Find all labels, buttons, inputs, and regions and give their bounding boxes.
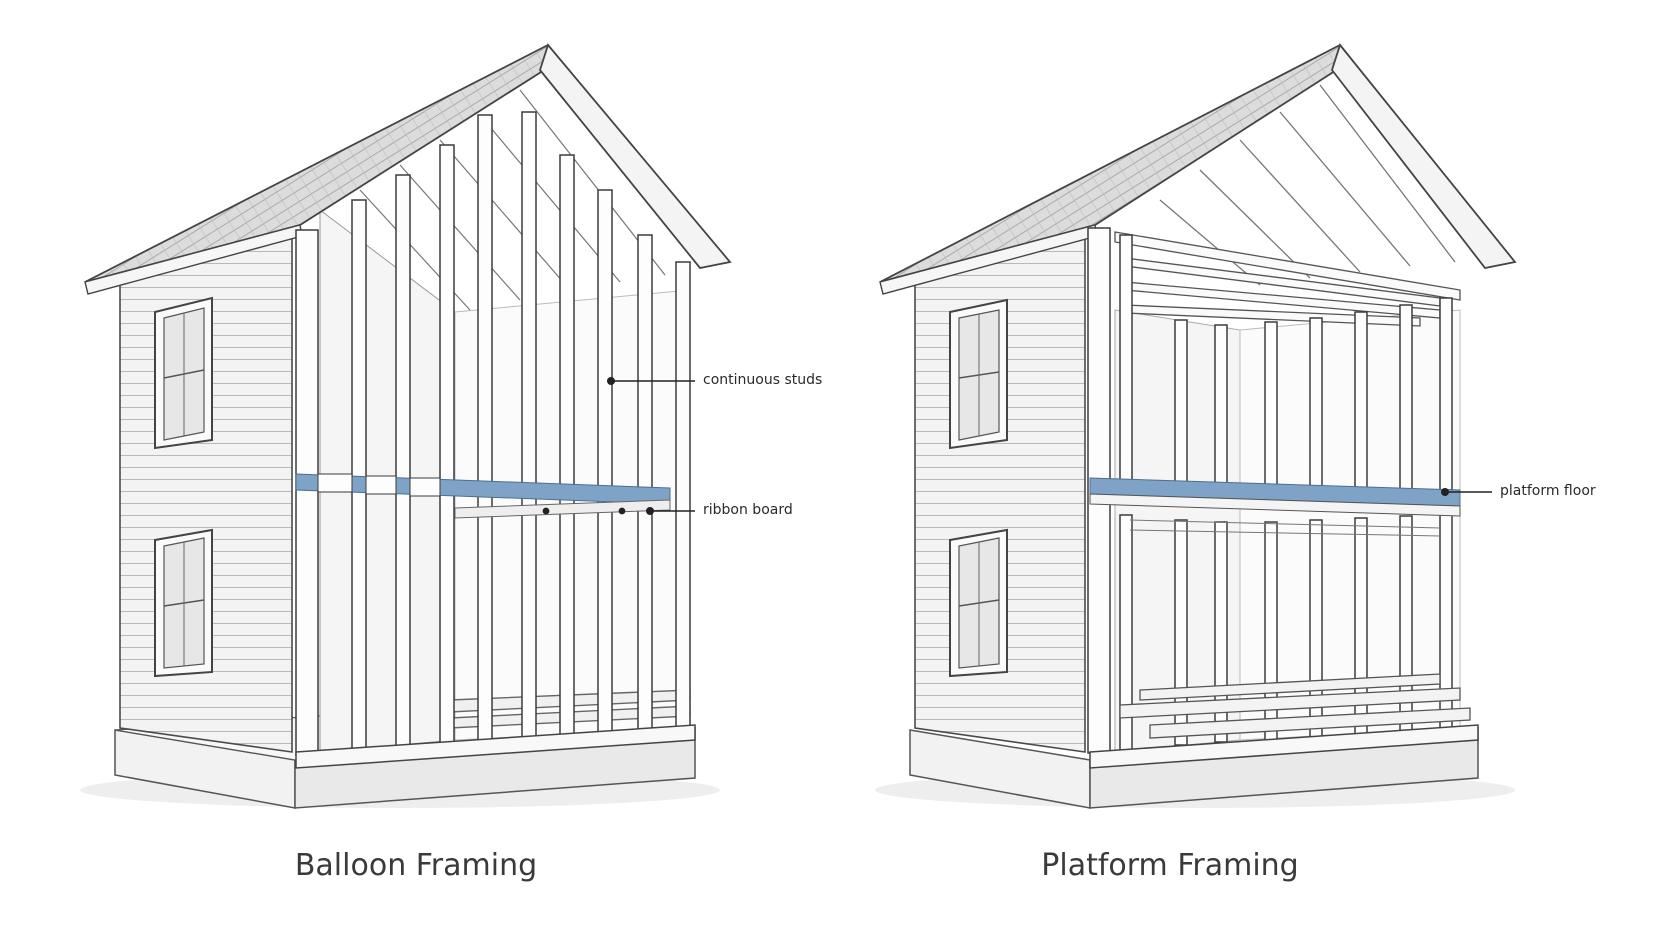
callout-platform-floor: platform floor [1500,483,1596,499]
balloon-framing-caption: Balloon Framing [295,848,537,883]
platform-roof [880,45,1515,294]
platform-upper-window [950,300,1007,448]
callout-continuous-studs: continuous studs [703,372,822,388]
balloon-upper-window [155,298,212,448]
callout-ribbon-board: ribbon board [703,502,793,518]
platform-framing-house [875,45,1515,808]
balloon-lower-window [155,530,212,676]
platform-lower-window [950,530,1007,676]
balloon-framing-house [80,45,730,808]
platform-framing-caption: Platform Framing [1041,848,1298,883]
